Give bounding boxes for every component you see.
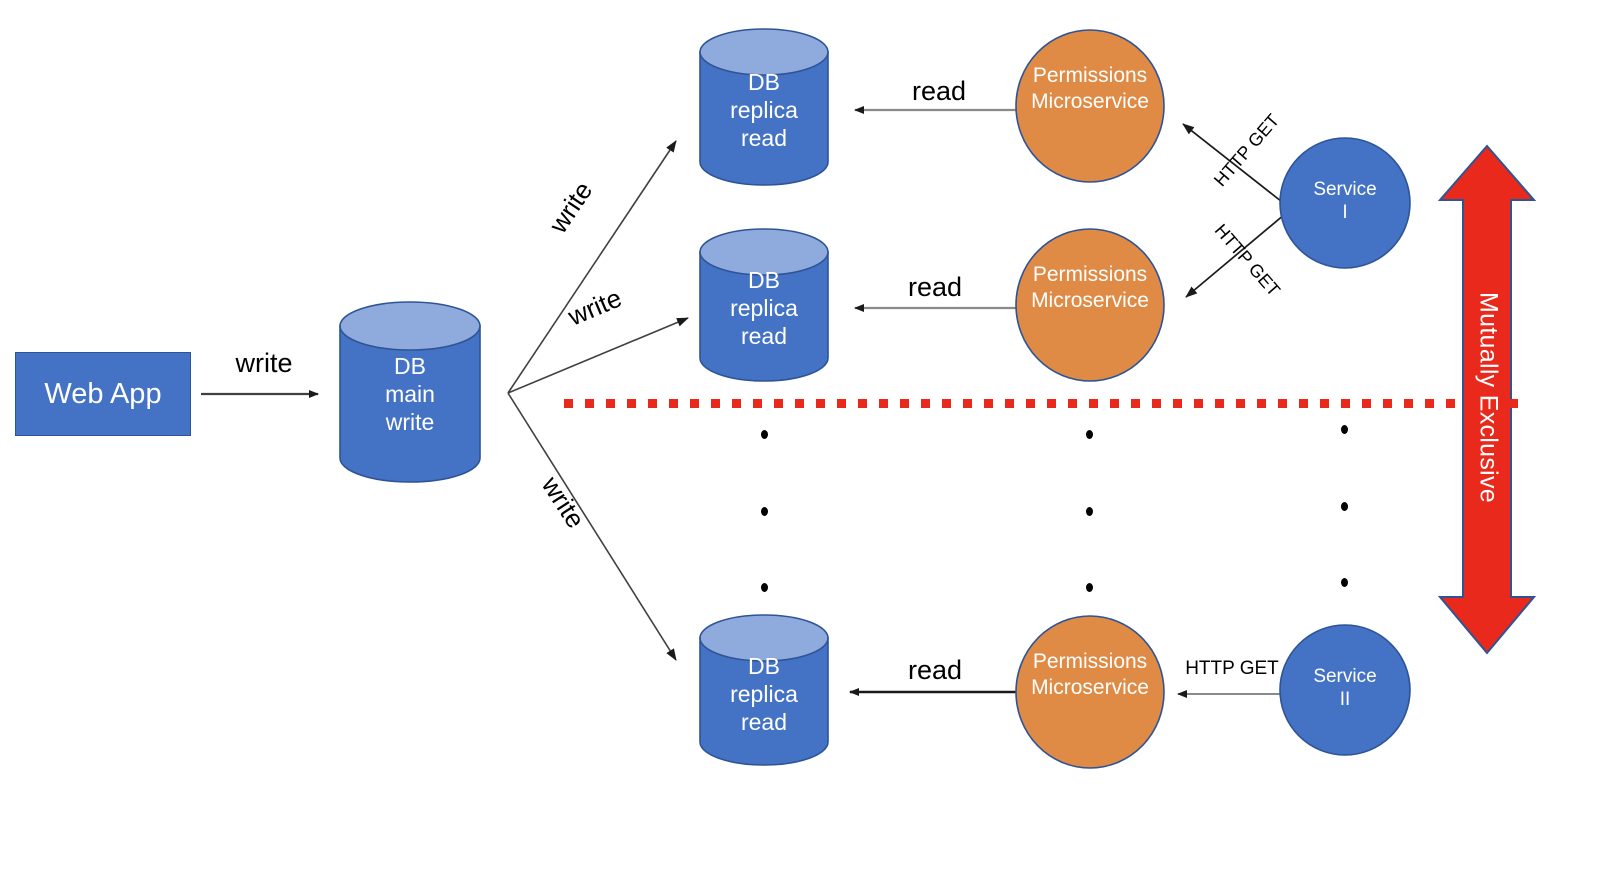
permissions-n-circle[interactable] xyxy=(1015,615,1165,769)
ellipsis-dot xyxy=(761,506,768,516)
divider-dash xyxy=(1215,399,1224,408)
divider-dash xyxy=(1131,399,1140,408)
divider-dash xyxy=(1257,399,1266,408)
divider-dash xyxy=(1152,399,1161,408)
divider-dash xyxy=(1488,399,1497,408)
divider-dash xyxy=(585,399,594,408)
permissions-1-circle[interactable] xyxy=(1015,29,1165,183)
divider-dash xyxy=(1446,399,1455,408)
divider-dash xyxy=(984,399,993,408)
divider-dash xyxy=(1467,399,1476,408)
divider-dash xyxy=(606,399,615,408)
divider-dash xyxy=(711,399,720,408)
divider-dash xyxy=(1404,399,1413,408)
divider-dash xyxy=(858,399,867,408)
divider-dash xyxy=(774,399,783,408)
edge-dbmain-to-replica-n xyxy=(507,392,677,661)
edge-dbmain-to-replica-1 xyxy=(507,140,677,394)
edge-dbmain-to-replica-2 xyxy=(507,317,689,394)
db-replica-2-cylinder[interactable] xyxy=(699,228,829,382)
mutually-exclusive-arrow xyxy=(1437,144,1537,655)
ellipsis-dot xyxy=(761,583,768,592)
edge-label-read-n: read xyxy=(907,655,963,685)
edge-label-read-1: read xyxy=(911,76,967,106)
mutually-exclusive-divider xyxy=(564,399,1530,408)
divider-dash xyxy=(921,399,930,408)
divider-dash xyxy=(1362,399,1371,408)
ellipsis-dot xyxy=(761,430,768,439)
divider-dash xyxy=(1194,399,1203,408)
vertical-ellipsis-permissions xyxy=(1086,430,1093,592)
ellipsis-dot xyxy=(1341,501,1348,511)
vertical-ellipsis-services xyxy=(1341,425,1348,587)
divider-dash xyxy=(963,399,972,408)
divider-dash xyxy=(690,399,699,408)
db-main-cylinder[interactable] xyxy=(339,301,481,483)
ellipsis-dot xyxy=(1341,425,1348,434)
divider-dash xyxy=(1509,399,1518,408)
edge-label-http-get-n: HTTP GET xyxy=(1185,658,1279,679)
divider-dash xyxy=(1425,399,1434,408)
divider-dash xyxy=(648,399,657,408)
divider-dash xyxy=(1299,399,1308,408)
service-1-circle[interactable] xyxy=(1279,137,1411,269)
divider-dash xyxy=(1341,399,1350,408)
divider-dash xyxy=(1005,399,1014,408)
edge-service-1-to-permissions-2 xyxy=(1185,208,1292,298)
divider-dash xyxy=(627,399,636,408)
divider-dash xyxy=(837,399,846,408)
web-app-label: Web App xyxy=(44,377,162,410)
vertical-ellipsis-replicas xyxy=(761,430,768,592)
divider-dash xyxy=(1278,399,1287,408)
edge-label-webapp-write: write xyxy=(235,348,293,378)
divider-dash xyxy=(795,399,804,408)
divider-dash xyxy=(564,399,573,408)
divider-dash xyxy=(1110,399,1119,408)
divider-dash xyxy=(1383,399,1392,408)
divider-dash xyxy=(1026,399,1035,408)
divider-dash xyxy=(1047,399,1056,408)
db-replica-1-cylinder[interactable] xyxy=(699,28,829,186)
divider-dash xyxy=(753,399,762,408)
divider-dash xyxy=(816,399,825,408)
edge-label-read-2: read xyxy=(907,272,963,302)
divider-dash xyxy=(1173,399,1182,408)
divider-dash xyxy=(1320,399,1329,408)
divider-dash xyxy=(900,399,909,408)
divider-dash xyxy=(879,399,888,408)
divider-dash xyxy=(1068,399,1077,408)
ellipsis-dot xyxy=(1086,506,1093,516)
divider-dash xyxy=(669,399,678,408)
ellipsis-dot xyxy=(1086,430,1093,439)
web-app-box[interactable]: Web App xyxy=(15,352,191,436)
divider-dash xyxy=(1236,399,1245,408)
ellipsis-dot xyxy=(1086,583,1093,592)
permissions-2-circle[interactable] xyxy=(1015,228,1165,382)
divider-dash xyxy=(1089,399,1098,408)
divider-dash xyxy=(942,399,951,408)
db-replica-n-cylinder[interactable] xyxy=(699,614,829,766)
mutually-exclusive-label: Mutually Exclusive xyxy=(1474,291,1503,504)
divider-dash xyxy=(732,399,741,408)
service-2-circle[interactable] xyxy=(1279,624,1411,756)
ellipsis-dot xyxy=(1341,578,1348,587)
edge-service-1-to-permissions-1 xyxy=(1182,123,1292,210)
